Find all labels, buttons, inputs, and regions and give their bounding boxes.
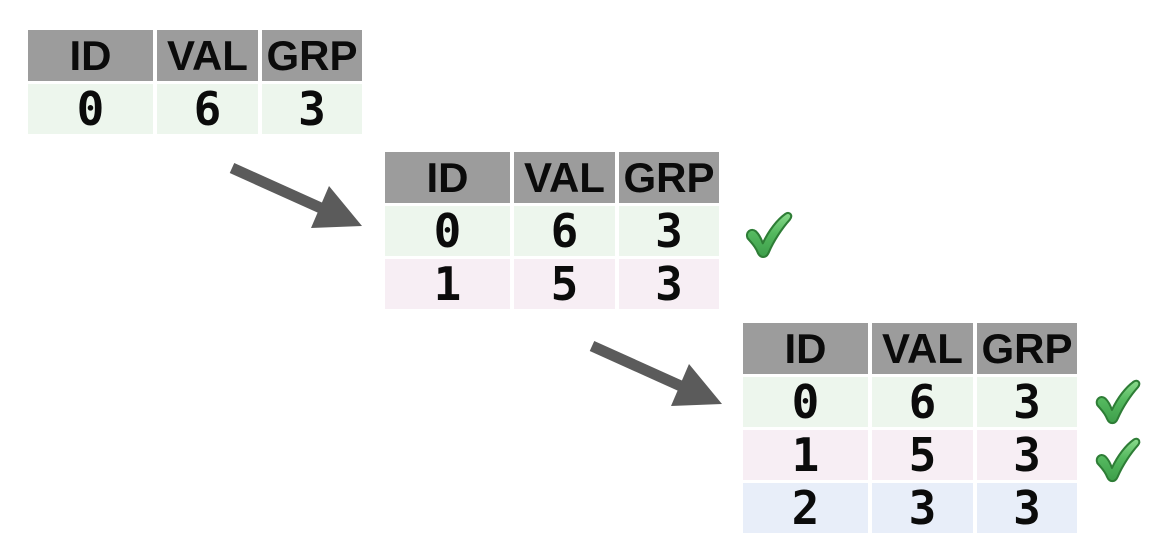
column-header-val: VAL [872, 323, 973, 374]
cell-val: 3 [872, 483, 973, 533]
cell-val: 6 [872, 377, 973, 427]
check-icon [1095, 437, 1141, 483]
cell-id: 0 [743, 377, 868, 427]
column-header-val: VAL [514, 152, 615, 203]
table-step-3: ID VAL GRP 0 6 3 1 5 3 2 3 3 [743, 323, 1077, 533]
arrow-down-right-icon [229, 162, 362, 228]
cell-grp: 3 [977, 483, 1077, 533]
arrow-down-right-icon [589, 340, 722, 406]
cell-val: 6 [514, 206, 615, 256]
cell-id: 1 [385, 259, 510, 309]
cell-grp: 3 [619, 206, 719, 256]
column-header-id: ID [385, 152, 510, 203]
cell-val: 6 [157, 84, 258, 134]
cell-id: 1 [743, 430, 868, 480]
check-icon [1095, 379, 1141, 425]
cell-id: 0 [385, 206, 510, 256]
table-step-1: ID VAL GRP 0 6 3 [28, 30, 362, 134]
column-header-id: ID [28, 30, 153, 81]
cell-id: 0 [28, 84, 153, 134]
column-header-id: ID [743, 323, 868, 374]
cell-val: 5 [514, 259, 615, 309]
column-header-grp: GRP [977, 323, 1077, 374]
cell-grp: 3 [977, 377, 1077, 427]
column-header-val: VAL [157, 30, 258, 81]
cell-grp: 3 [619, 259, 719, 309]
column-header-grp: GRP [262, 30, 362, 81]
column-header-grp: GRP [619, 152, 719, 203]
cell-grp: 3 [977, 430, 1077, 480]
check-icon [745, 211, 793, 259]
table-step-2: ID VAL GRP 0 6 3 1 5 3 [385, 152, 719, 309]
cell-val: 5 [872, 430, 973, 480]
cell-grp: 3 [262, 84, 362, 134]
cell-id: 2 [743, 483, 868, 533]
